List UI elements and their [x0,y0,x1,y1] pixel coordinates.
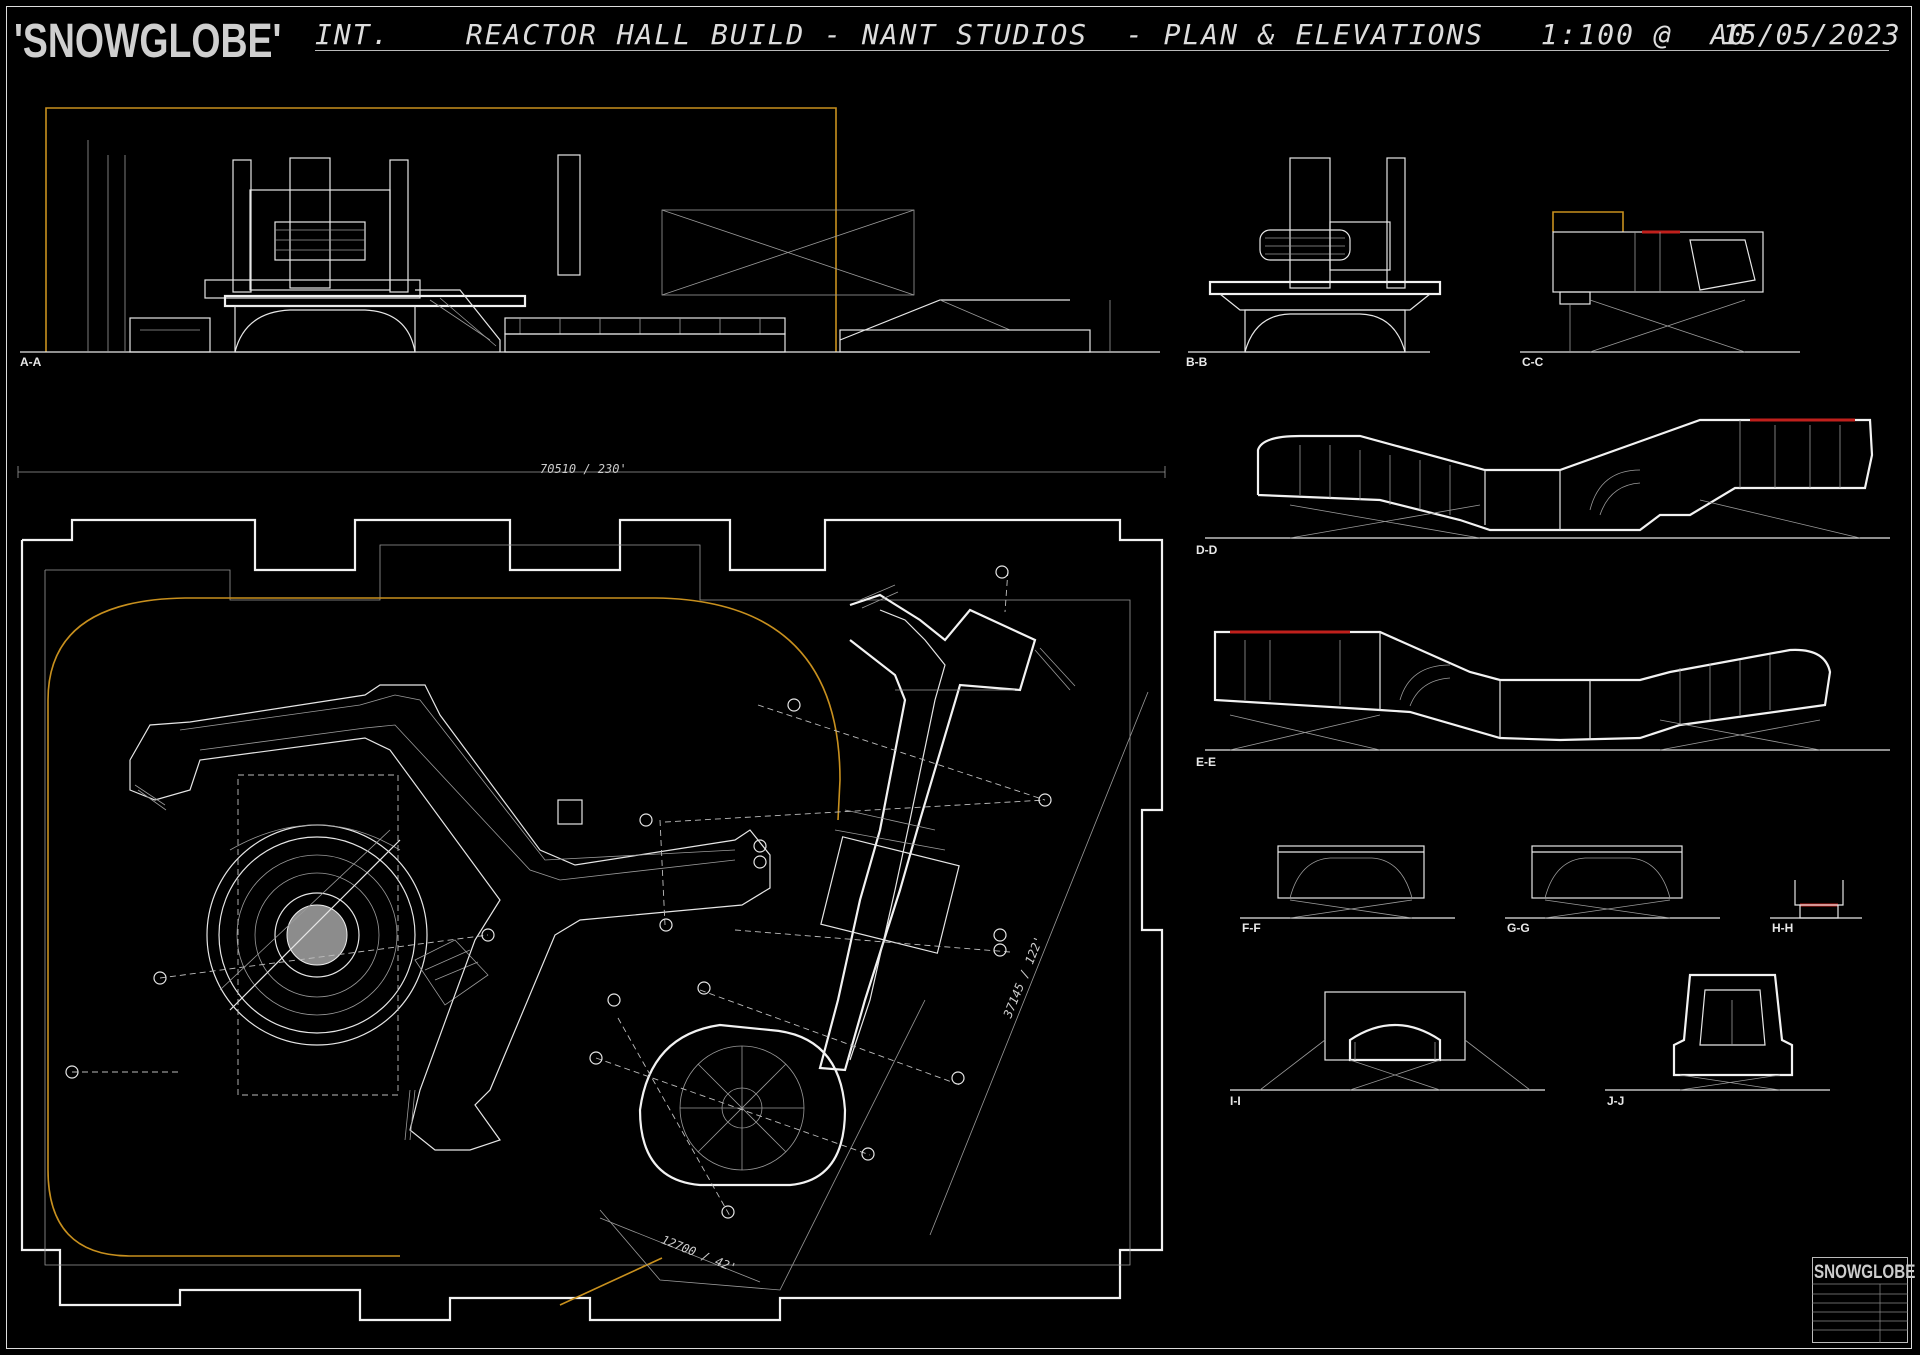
section-label-i-i: I-I [1230,1094,1241,1108]
sheet-title: INT. REACTOR HALL BUILD - NANT STUDIOS -… [315,18,1749,51]
section-label-b-b: B-B [1186,355,1208,369]
dimension-width: 70510 / 230' [540,462,627,476]
title-block-brand: SNOWGLOBE [1814,1262,1916,1283]
elevation-d-d [1205,418,1890,539]
elevation-h-h [1770,880,1862,919]
title-underline [315,50,1889,51]
section-label-j-j: J-J [1607,1094,1625,1108]
hall-outline-orange [45,107,837,352]
section-label-e-e: E-E [1196,755,1217,769]
sheet-border [6,6,1912,1349]
elevation-f-f [1240,845,1455,919]
section-label-f-f: F-F [1242,921,1261,935]
section-label-c-c: C-C [1522,355,1544,369]
elevation-a-a [20,107,1160,353]
elevation-e-e [1205,630,1890,751]
elevation-b-b [1188,157,1442,353]
elevation-j-j [1605,973,1830,1091]
elevation-g-g [1505,845,1720,919]
section-label-a-a: A-A [20,355,42,369]
brand-title: 'SNOWGLOBE' [14,15,282,68]
section-label-d-d: D-D [1196,543,1218,557]
floor-plan [17,466,1166,1322]
elevation-c-c [1520,211,1800,353]
title-block [1812,1257,1908,1343]
elevation-i-i [1230,991,1545,1091]
section-label-g-g: G-G [1507,921,1530,935]
section-label-h-h: H-H [1772,921,1794,935]
sheet-date: 15/05/2023 [1722,18,1901,51]
